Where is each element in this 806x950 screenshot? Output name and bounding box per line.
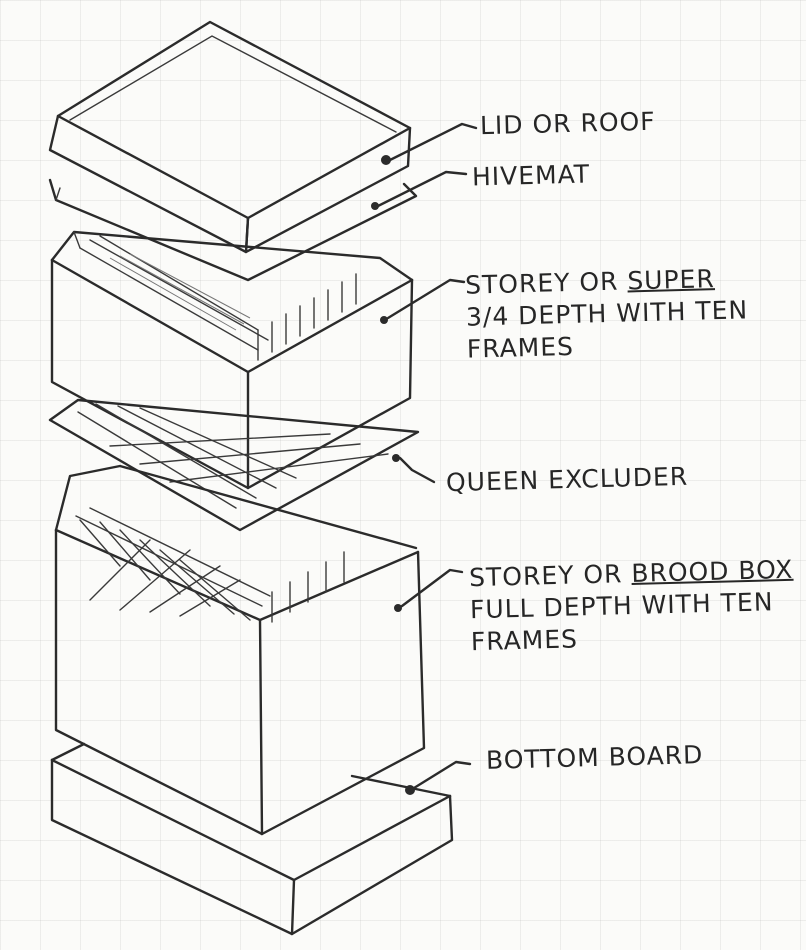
label-super: STOREY OR SUPER 3/4 DEPTH WITH TEN FRAME…: [465, 262, 750, 365]
label-bottom-board: BOTTOM BOARD: [486, 739, 704, 777]
super-marker: [380, 316, 388, 324]
label-hivemat: HIVEMAT: [472, 158, 591, 193]
bottom-board: [52, 744, 452, 934]
brood-frames: [76, 508, 344, 622]
brood-marker: [394, 604, 402, 612]
queen-excluder: [50, 400, 418, 530]
bottom-board-marker: [405, 785, 415, 795]
leader-bottom: [414, 762, 470, 788]
label-excluder: QUEEN EXCLUDER: [446, 461, 689, 499]
leader-brood: [402, 570, 462, 606]
leader-lid: [390, 124, 476, 160]
label-lid: LID OR ROOF: [480, 106, 656, 143]
hivemat: [50, 180, 416, 280]
leader-excluder: [400, 458, 434, 482]
label-brood: STOREY OR BROOD BOX FULL DEPTH WITH TEN …: [469, 554, 796, 658]
leader-hivemat: [378, 172, 466, 206]
hive-lid: [50, 22, 410, 252]
